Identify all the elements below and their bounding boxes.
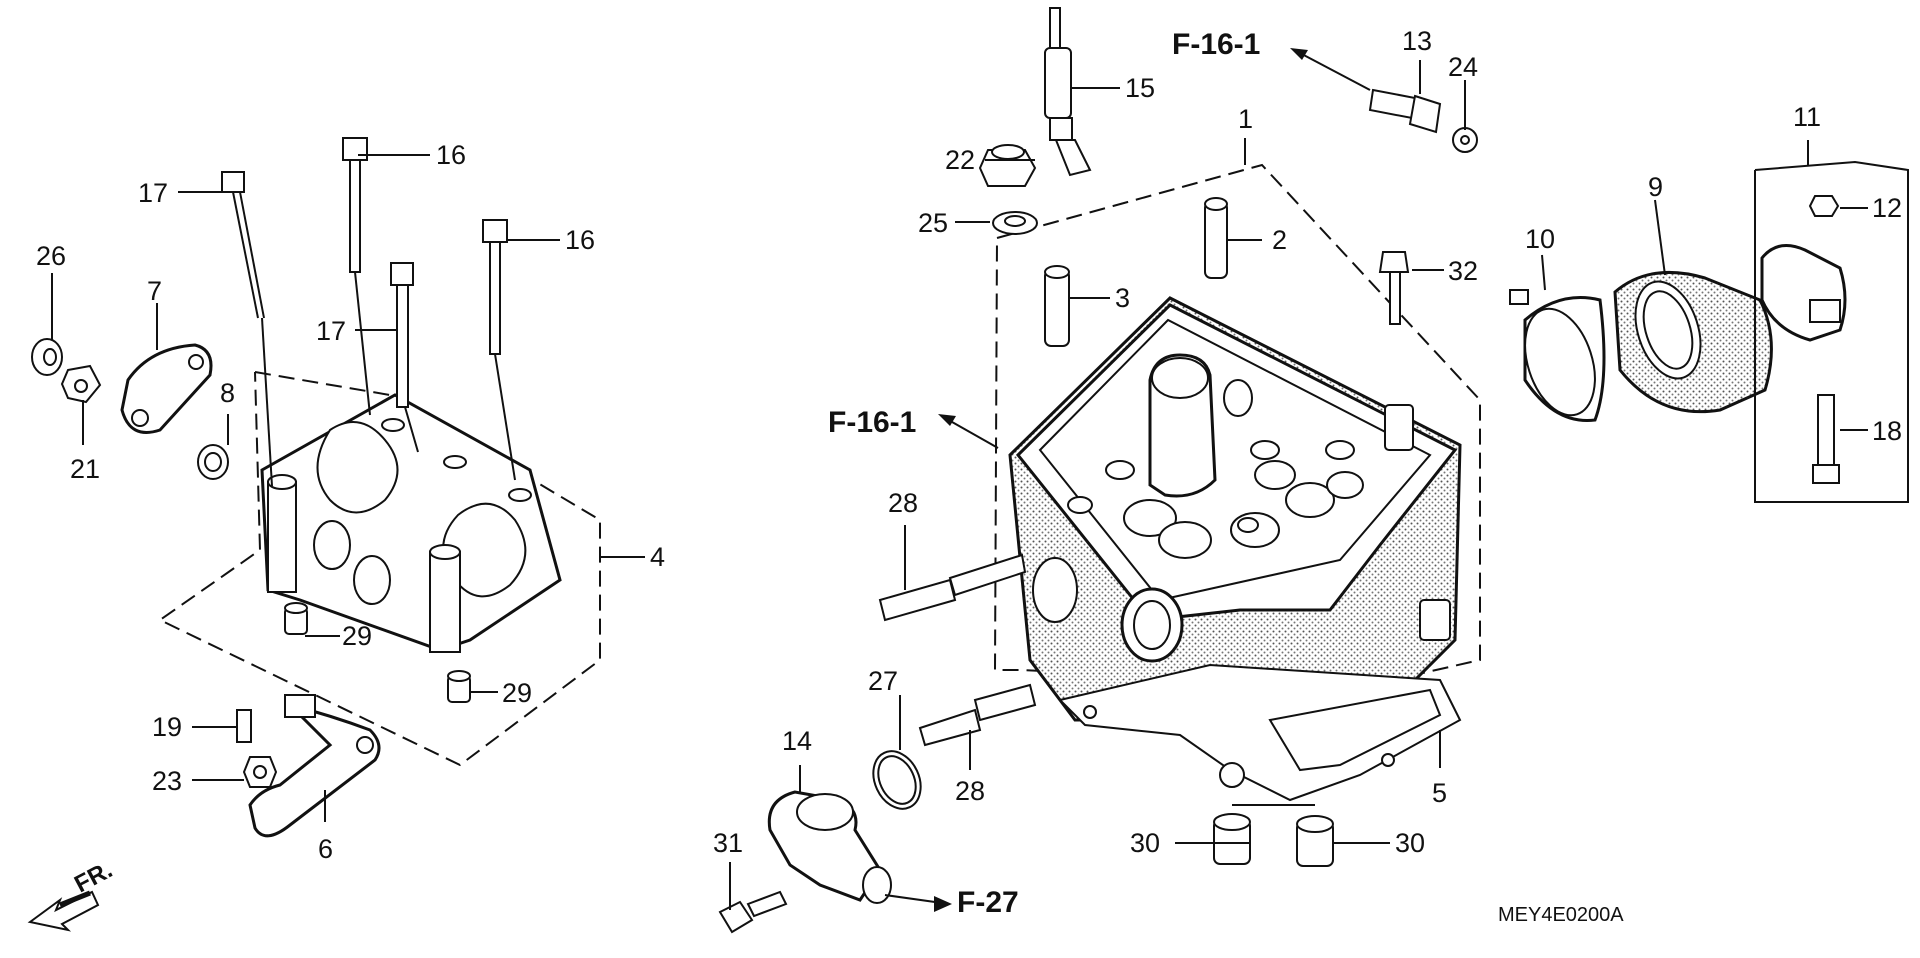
front-marker-label: FR. <box>70 856 117 898</box>
camshaft-holder-group <box>31 137 601 838</box>
label-part-5: 5 <box>1432 778 1447 808</box>
insulator-9 <box>1613 271 1773 414</box>
lock-nut-23 <box>242 756 278 788</box>
decomp-arm-7 <box>120 343 213 434</box>
washer-24 <box>1452 127 1478 153</box>
label-part-21: 21 <box>70 454 100 484</box>
label-part-17-b: 17 <box>316 316 346 346</box>
label-part-8: 8 <box>220 378 235 408</box>
bolt-31 <box>718 890 788 934</box>
o-ring-27 <box>872 750 922 810</box>
dowel-pin-29-a <box>284 602 308 635</box>
clamp-band-11 <box>1760 244 1847 342</box>
label-part-31: 31 <box>713 828 743 858</box>
insulator-group <box>1509 160 1909 503</box>
adjusting-screw-19 <box>236 709 252 743</box>
cylinder-head <box>1008 296 1462 722</box>
bolt-16-center <box>342 137 368 273</box>
label-part-23: 23 <box>152 766 182 796</box>
label-part-26: 26 <box>36 241 66 271</box>
label-part-7: 7 <box>147 276 162 306</box>
label-part-6: 6 <box>318 834 333 864</box>
nut-12 <box>1808 195 1840 217</box>
label-part-16-b: 16 <box>565 225 595 255</box>
bolt-17-right <box>390 262 414 408</box>
label-part-2: 2 <box>1272 225 1287 255</box>
label-part-16-a: 16 <box>436 140 466 170</box>
leader-lines <box>51 60 1868 910</box>
label-part-28-b: 28 <box>955 776 985 806</box>
ref-f16-1-left[interactable]: F-16-1 <box>828 406 916 439</box>
label-part-10: 10 <box>1525 224 1555 254</box>
label-part-24: 24 <box>1448 52 1478 82</box>
camshaft-holder <box>260 393 562 653</box>
label-part-28-a: 28 <box>888 488 918 518</box>
valve-guide-3 <box>1044 265 1070 347</box>
label-part-29-b: 29 <box>502 678 532 708</box>
cap-nut-22 <box>978 144 1037 187</box>
water-joint-14 <box>767 790 892 904</box>
bolt-32 <box>1378 251 1410 325</box>
label-part-29-a: 29 <box>342 621 372 651</box>
label-part-32: 32 <box>1448 256 1478 286</box>
stud-bolt-28-lower <box>918 683 1037 747</box>
reference-labels: F-16-1 F-16-1 F-27 <box>828 28 1260 919</box>
part-number-labels: 1 2 3 4 5 6 7 8 9 10 11 12 13 14 15 16 1… <box>36 26 1902 864</box>
dowel-pin-30-b <box>1296 815 1334 867</box>
dowel-pin-30-a <box>1213 813 1251 865</box>
label-part-30-a: 30 <box>1130 828 1160 858</box>
clamp-10 <box>1509 289 1606 422</box>
label-part-13: 13 <box>1402 26 1432 56</box>
bolt-16-right <box>482 219 508 355</box>
label-part-17-a: 17 <box>138 178 168 208</box>
label-part-12: 12 <box>1872 193 1902 223</box>
spring-8 <box>197 444 229 480</box>
seal-washer-25 <box>992 211 1038 235</box>
label-part-19: 19 <box>152 712 182 742</box>
label-part-25: 25 <box>918 208 948 238</box>
ref-f16-1-top[interactable]: F-16-1 <box>1172 28 1260 61</box>
screw-18 <box>1812 394 1840 484</box>
bolt-13 <box>1368 88 1442 134</box>
dowel-pin-29-b <box>447 670 471 703</box>
label-part-22: 22 <box>945 145 975 175</box>
label-part-11: 11 <box>1793 102 1821 132</box>
stud-bolt-28-upper <box>878 553 1027 622</box>
label-part-15: 15 <box>1125 73 1155 103</box>
valve-guide-2 <box>1204 197 1228 279</box>
reference-arrows <box>884 48 1371 912</box>
label-part-27: 27 <box>868 666 898 696</box>
bolt-17-left <box>221 171 265 319</box>
head-gasket-5 <box>1058 663 1462 802</box>
label-part-30-b: 30 <box>1395 828 1425 858</box>
diagram-code: MEY4E0200A <box>1498 904 1624 926</box>
part-11-box <box>1754 160 1909 503</box>
cylinder-head-group <box>718 7 1481 934</box>
nut-21 <box>60 364 102 404</box>
label-part-3: 3 <box>1115 283 1130 313</box>
label-part-14: 14 <box>782 726 812 756</box>
washer-26 <box>31 338 63 376</box>
front-arrow-icon <box>27 890 100 932</box>
spark-plug-15 <box>1044 7 1092 177</box>
label-part-1: 1 <box>1238 104 1253 134</box>
ref-f27[interactable]: F-27 <box>957 886 1019 919</box>
label-part-4: 4 <box>650 542 665 572</box>
label-part-18: 18 <box>1872 416 1902 446</box>
rocker-arm-6 <box>248 694 381 838</box>
label-part-9: 9 <box>1648 172 1663 202</box>
